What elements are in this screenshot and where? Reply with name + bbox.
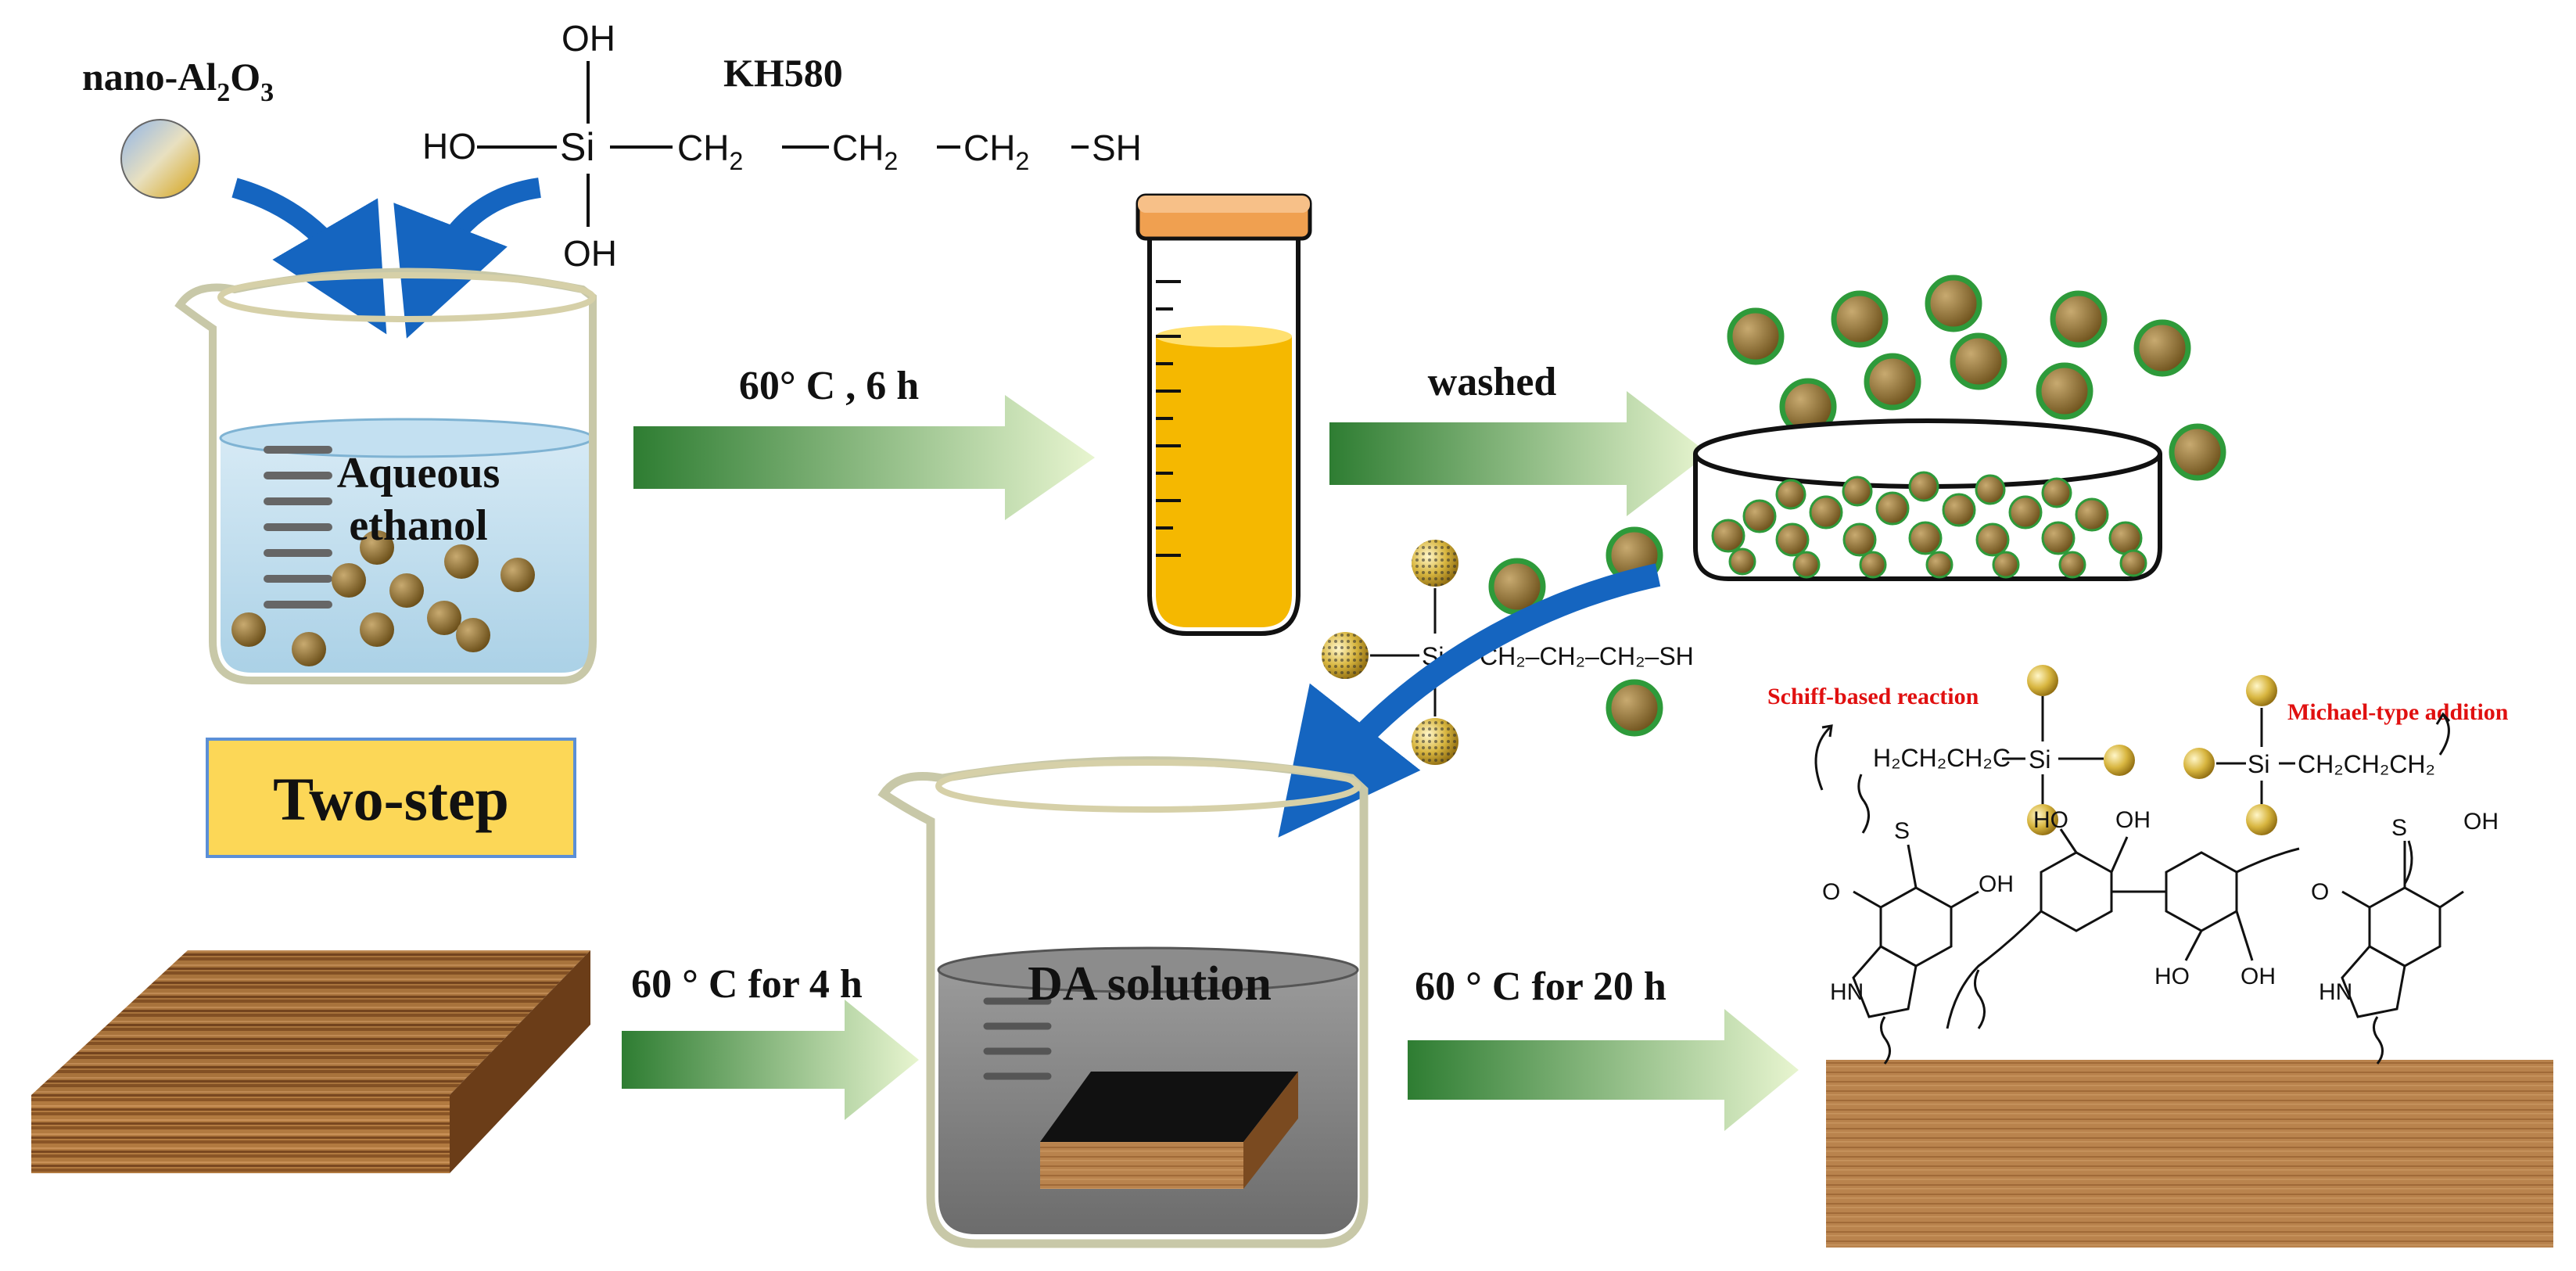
pda-grafting-structure: H₂CH₂CH₂C Si Si CH₂CH₂CH₂ S OH O HN [1814,665,2499,1065]
condition-60c-6h: 60° C , 6 h [739,364,919,408]
svg-text:CH₂–CH₂–CH₂–SH: CH₂–CH₂–CH₂–SH [1480,642,1694,670]
condition-60c-20h: 60 ° C for 20 h [1415,964,1667,1009]
aqueous-label: Aqueous [337,449,500,497]
svg-text:OH: OH [1979,871,2014,897]
svg-text:HO: HO [422,126,476,167]
michael-addition-label: Michael-type addition [2287,699,2509,725]
ethanol-label: ethanol [349,501,487,550]
schiff-reaction-label: Schiff-based reaction [1767,684,1979,709]
svg-text:OH: OH [2115,807,2151,833]
svg-text:HO: HO [2154,964,2190,989]
svg-text:OH: OH [563,233,617,274]
two-step-label: Two-step [273,765,509,833]
svg-text:Si: Si [2029,745,2050,774]
nano-particle [120,119,200,199]
svg-text:Si: Si [560,125,594,169]
blue-arrow-silane [393,178,542,339]
svg-text:SH: SH [1092,127,1142,168]
svg-text:HO: HO [2033,807,2068,833]
arrow-step2 [1329,391,1709,516]
da-solution-label: DA solution [1028,957,1272,1011]
kh580-label: KH580 [723,51,843,95]
svg-text:HN: HN [1830,979,1864,1005]
svg-text:CH2: CH2 [677,127,743,175]
svg-text:HN: HN [2319,979,2352,1005]
svg-text:CH2: CH2 [963,127,1029,175]
beaker-da-solution: DA solution [877,756,1369,1248]
arrow-step4 [1408,1009,1799,1131]
nano-al2o3-label: nano-Al2O3 [82,55,274,107]
svg-text:H₂CH₂CH₂C: H₂CH₂CH₂C [1873,744,2011,772]
svg-text:S: S [2391,815,2407,841]
svg-text:CH2: CH2 [832,127,898,175]
grafted-particle-structure: Si CH₂–CH₂–CH₂–SH [1322,540,1694,765]
arrow-step3 [622,1000,919,1120]
modified-particles [1488,275,2226,737]
svg-text:S: S [1894,818,1910,844]
svg-text:CH₂CH₂CH₂: CH₂CH₂CH₂ [2298,750,2435,778]
svg-text:O: O [2311,879,2329,905]
coated-wood-surface [1826,1060,2553,1248]
svg-text:OH: OH [2463,809,2499,835]
condition-60c-4h: 60 ° C for 4 h [631,962,863,1007]
wood-substrate [31,950,590,1173]
washed-label: washed [1428,360,1557,404]
kh580-structure: OH HO Si CH2 CH2 CH2 SH OH [422,18,1142,274]
two-step-box: Two-step [206,738,576,858]
svg-text:OH: OH [2241,964,2276,989]
svg-text:O: O [1822,879,1840,905]
arrow-step1 [633,395,1095,520]
svg-text:OH: OH [561,18,615,59]
beaker-aqueous-ethanol: Aqueous ethanol [174,267,597,684]
test-tube [1136,193,1312,636]
blue-arrow-to-da [1278,563,1661,838]
petri-dish [1693,418,2162,581]
blue-arrow-nano [231,178,387,335]
svg-text:Si: Si [2248,750,2269,778]
